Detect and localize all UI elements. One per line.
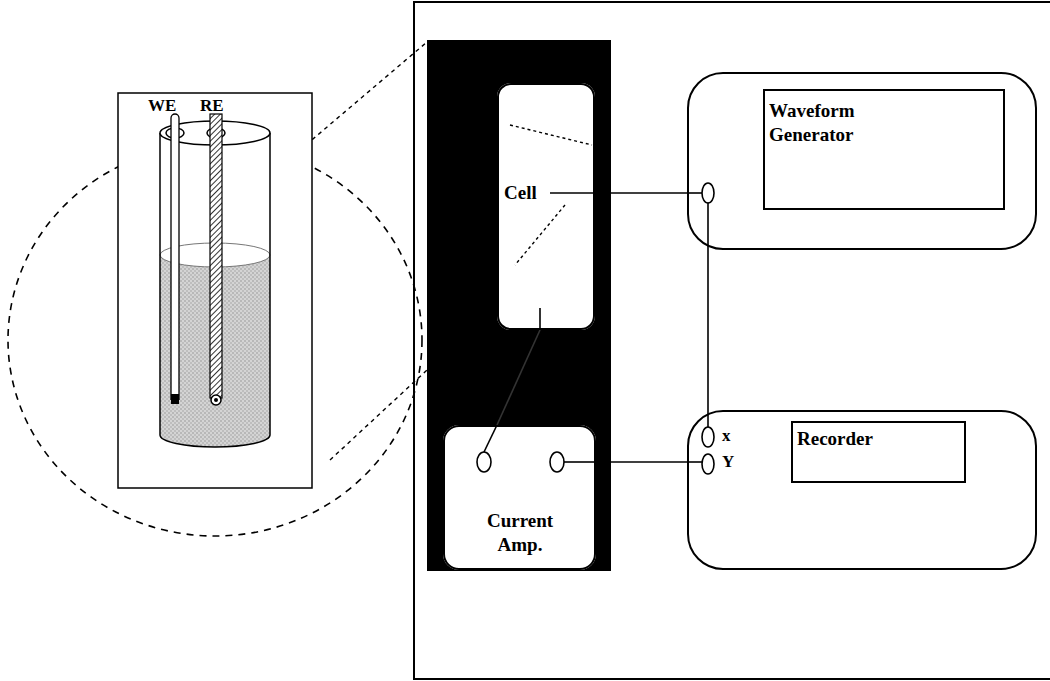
waveform-generator-box: Waveform Generator <box>687 72 1037 250</box>
electrode-tip <box>171 394 179 404</box>
wire <box>687 192 702 194</box>
wire <box>707 410 709 427</box>
cell-box: Cell <box>497 83 595 330</box>
reference-electrode <box>210 114 222 398</box>
amplifier-box: Current Amp. <box>443 425 596 570</box>
display-frame: Recorder <box>791 421 966 483</box>
tube-wall <box>159 133 161 435</box>
zoom-line <box>330 370 427 460</box>
black-panel <box>427 40 611 571</box>
box-label: Recorder <box>797 427 917 451</box>
electrode-tip <box>211 395 221 405</box>
electrode-label: RE <box>200 96 224 116</box>
zoom-line <box>510 125 592 145</box>
terminal-label: x <box>722 426 731 446</box>
terminal <box>550 452 564 472</box>
cell-fill <box>497 83 595 330</box>
box-label: Current Amp. <box>475 509 565 557</box>
display-frame: Waveform Generator <box>763 89 1005 210</box>
terminal <box>477 452 491 472</box>
wire <box>564 461 596 463</box>
terminal <box>702 454 714 474</box>
wire <box>484 425 497 452</box>
wire <box>539 308 541 330</box>
instrument-frame <box>414 2 1050 679</box>
working-electrode <box>171 114 179 400</box>
wire <box>497 330 540 425</box>
terminal-label: Y <box>722 452 734 472</box>
cell-illustration-frame <box>118 93 312 488</box>
zoom-line <box>300 42 427 150</box>
wire <box>707 203 709 250</box>
tube-bottom <box>160 435 270 447</box>
zoom-line <box>515 205 565 265</box>
wire <box>707 250 709 410</box>
box-label: Cell <box>504 181 564 205</box>
recorder-box: Recorder <box>687 410 1037 570</box>
tube-wall <box>269 133 271 435</box>
electrode-tip <box>214 398 218 402</box>
wire <box>596 461 687 463</box>
terminal <box>702 183 714 203</box>
wire <box>687 461 702 463</box>
electrode-label: WE <box>148 96 176 116</box>
wire <box>550 192 597 194</box>
amp-fill <box>443 425 596 570</box>
box-label: Waveform Generator <box>769 99 879 147</box>
wire <box>595 192 687 194</box>
terminal <box>702 427 714 447</box>
